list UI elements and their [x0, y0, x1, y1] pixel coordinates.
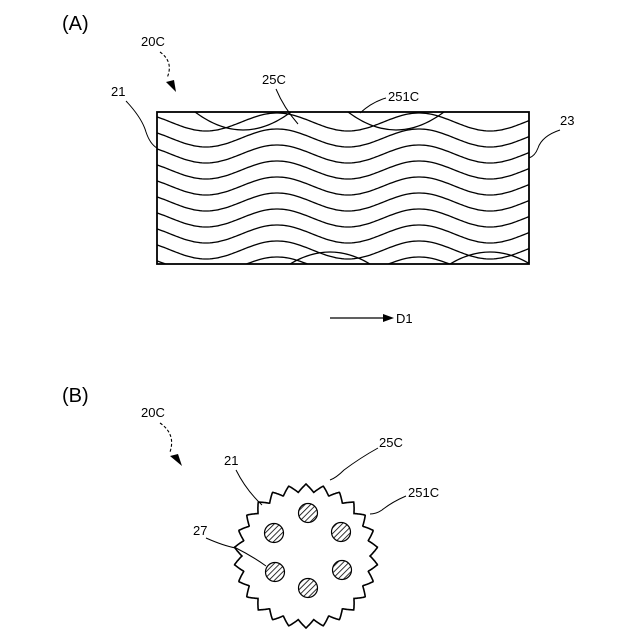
panel-a-ref-assembly: 20C — [141, 34, 165, 49]
panel-b-leader-assembly — [160, 423, 172, 452]
panel-a-leader-assembly — [160, 52, 169, 78]
groove-arc — [450, 252, 530, 264]
panel-b-ref-groove-edge: 251C — [408, 485, 439, 500]
panel-a-leader-end-face — [529, 130, 560, 158]
wave-line — [150, 161, 536, 179]
panel-b-leader-groove — [330, 448, 378, 480]
panel-a-arrowhead-assembly — [166, 80, 176, 92]
wave-line — [150, 209, 536, 227]
wave-line — [150, 257, 536, 275]
panel-a-leader-body — [126, 101, 157, 148]
panel-a-ref-groove: 25C — [262, 72, 286, 87]
wave-line — [150, 241, 536, 259]
panel-a-ref-groove-edge: 251C — [388, 89, 419, 104]
panel-b-leader-body — [236, 470, 262, 505]
panel-a-leader-groove-edge — [360, 98, 386, 113]
panel-b-ref-hole: 27 — [193, 523, 207, 538]
wave-line — [150, 129, 536, 147]
panel-a-ref-end-face: 23 — [560, 113, 574, 128]
through-hole — [332, 523, 351, 542]
panel-a: (A) 20C 21 25C 251C 23 D1 — [62, 13, 574, 326]
through-hole — [266, 563, 285, 582]
through-hole — [299, 504, 318, 523]
panel-a-ref-direction: D1 — [396, 311, 413, 326]
through-hole — [265, 524, 284, 543]
groove-arc — [348, 112, 444, 130]
direction-arrowhead — [383, 314, 394, 322]
panel-b-leader-groove-edge — [370, 496, 406, 514]
panel-b-arrowhead-assembly — [170, 454, 182, 466]
panel-a-leader-groove — [276, 89, 298, 124]
wave-line — [150, 145, 536, 163]
panel-b: (B) 20C 21 25C 251C 27 — [62, 385, 439, 628]
wave-line — [150, 193, 536, 211]
panel-b-ref-groove: 25C — [379, 435, 403, 450]
wave-line — [150, 273, 536, 291]
panel-b-ref-body: 21 — [224, 453, 238, 468]
wave-line — [150, 113, 536, 131]
through-hole — [299, 579, 318, 598]
panel-a-ref-body: 21 — [111, 84, 125, 99]
through-hole — [333, 561, 352, 580]
panel-a-label: (A) — [62, 13, 89, 35]
panel-b-label: (B) — [62, 385, 89, 407]
wave-line — [150, 177, 536, 195]
panel-b-ref-assembly: 20C — [141, 405, 165, 420]
wave-line — [150, 225, 536, 243]
